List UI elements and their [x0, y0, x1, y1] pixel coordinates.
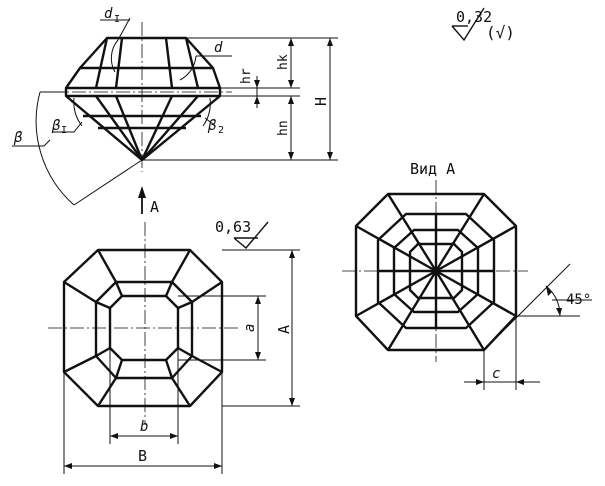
- roughness-general: 0,32 (√): [451, 7, 515, 42]
- label-A: A: [275, 325, 293, 334]
- label-angle: 45°: [566, 292, 591, 308]
- beta-leader: [12, 139, 51, 147]
- label-a: a: [242, 324, 258, 332]
- top-view: a A b B: [48, 222, 300, 474]
- label-beta2-sub: 2: [218, 125, 224, 136]
- label-hn: hn: [276, 120, 291, 136]
- label-H: H: [312, 97, 330, 106]
- crown-facet: [114, 37, 124, 89]
- label-c: c: [492, 366, 500, 382]
- side-view: d I d hr hk H hn β β I β 2 A: [12, 6, 338, 216]
- label-hr: hr: [239, 68, 254, 84]
- roughness-top-value: 0,63: [215, 218, 251, 236]
- label-d1: d: [104, 6, 113, 22]
- beta-side-line: [73, 159, 143, 206]
- label-hk: hk: [276, 54, 291, 70]
- beta1-leader: [52, 121, 83, 133]
- crown-facet: [184, 37, 200, 89]
- view-arrow-label: A: [150, 198, 159, 216]
- label-beta: β: [13, 130, 23, 146]
- roughness-top-icon: [233, 221, 269, 249]
- pavilion-facet: [114, 95, 144, 161]
- roughness-check-icon: [451, 7, 485, 42]
- viewa-ring-2: [392, 228, 480, 314]
- roughness-general-value: 0,32: [456, 8, 492, 26]
- roughness-top-face: 0,63: [215, 218, 269, 249]
- viewa-ring-1: [376, 212, 496, 330]
- beta2-leader: [204, 117, 214, 125]
- pavilion-facet: [141, 95, 199, 161]
- label-b: b: [140, 419, 148, 435]
- label-B: B: [138, 447, 147, 465]
- label-beta1-sub: I: [61, 125, 67, 136]
- label-d: d: [214, 40, 223, 56]
- label-beta2: β: [207, 118, 217, 134]
- beta2-arc: [202, 97, 211, 127]
- viewa-ring-3: [408, 242, 464, 300]
- label-beta1: β: [51, 118, 61, 134]
- pavilion-facet: [140, 95, 174, 161]
- d-arc: [179, 55, 197, 81]
- view-a: Вид А 45° c: [342, 160, 592, 390]
- view-a-title: Вид А: [410, 160, 455, 178]
- beta1-arc: [73, 97, 83, 127]
- angle-ref-line: [483, 263, 571, 351]
- d1-leader: [117, 17, 131, 41]
- crown-facet: [94, 37, 109, 89]
- roughness-general-note: (√): [486, 23, 515, 42]
- view-arrow-head: [138, 186, 146, 198]
- d1-arc: [110, 39, 119, 73]
- label-d1-sub: I: [114, 14, 120, 25]
- beta-arc: [35, 91, 75, 206]
- crown-facet: [164, 37, 174, 89]
- pavilion-facet: [95, 95, 143, 161]
